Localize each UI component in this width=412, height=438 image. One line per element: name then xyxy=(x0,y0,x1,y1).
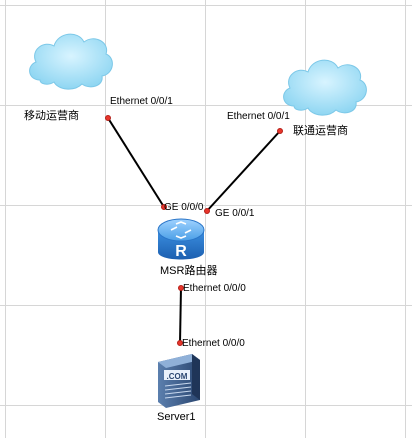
cloud-icon[interactable] xyxy=(29,33,113,90)
link-mobile-router[interactable] xyxy=(107,117,165,208)
port-label: GE 0/0/0 xyxy=(164,202,204,213)
port-dot[interactable] xyxy=(204,208,210,214)
cloud-icon[interactable] xyxy=(283,59,367,116)
port-dot[interactable] xyxy=(177,340,183,346)
node-label-router: MSR路由器 xyxy=(160,265,218,277)
port-dot[interactable] xyxy=(161,204,167,210)
port-dot[interactable] xyxy=(277,128,283,134)
link-unicom-router[interactable] xyxy=(205,130,281,213)
node-label-mobile: 移动运营商 xyxy=(24,110,79,122)
link-router-server[interactable] xyxy=(179,286,182,344)
server-glyph: .COM xyxy=(167,372,188,381)
port-dot[interactable] xyxy=(105,115,111,121)
node-label-server: Server1 xyxy=(157,411,196,423)
port-label: Ethernet 0/0/1 xyxy=(110,96,173,107)
router-glyph: R xyxy=(175,243,187,260)
router-icon[interactable]: R xyxy=(157,218,205,260)
port-dot[interactable] xyxy=(178,285,184,291)
server-icon[interactable]: .COM xyxy=(158,354,200,408)
port-label: Ethernet 0/0/0 xyxy=(182,338,245,349)
port-label: Ethernet 0/0/0 xyxy=(183,283,246,294)
port-label: GE 0/0/1 xyxy=(215,208,255,219)
port-label: Ethernet 0/0/1 xyxy=(227,111,290,122)
node-label-unicom: 联通运营商 xyxy=(293,125,348,137)
